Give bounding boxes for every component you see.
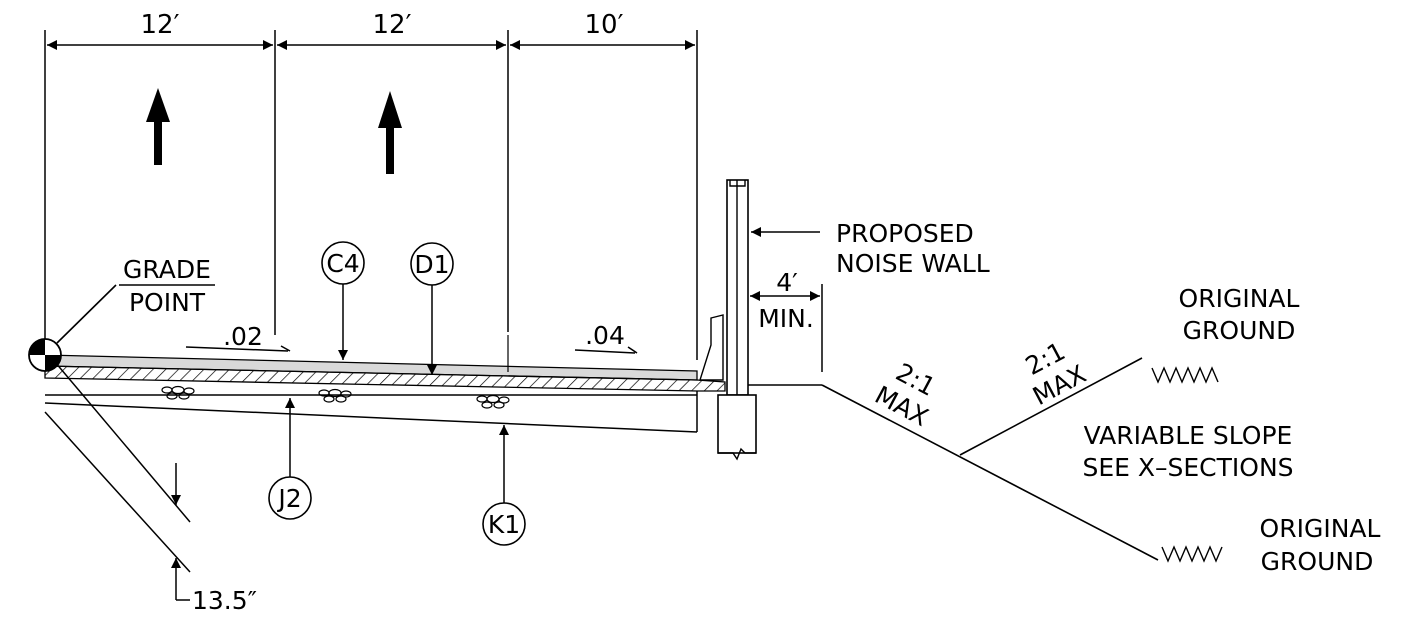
aggregate-symbol-3 <box>476 394 510 409</box>
aggregate-symbol-1 <box>161 385 195 400</box>
grade-point-symbol <box>28 338 62 372</box>
shoulder-slope-annotation: .04 <box>574 321 638 354</box>
extension-lines <box>44 30 698 360</box>
noise-wall-label: PROPOSED NOISE WALL <box>751 219 990 278</box>
original-ground-label-bottom: ORIGINAL GROUND <box>1260 514 1381 576</box>
traffic-direction-arrow-lane1 <box>146 88 170 165</box>
lane-slope-annotation: .02 <box>185 322 291 352</box>
depth-dimension-label: 13.5″ <box>192 586 257 615</box>
shoulder-dimension: 10′ <box>510 10 695 50</box>
callout-c4-label: C4 <box>326 249 359 278</box>
offset-min-label: MIN. <box>758 304 814 333</box>
noise-wall <box>699 179 822 461</box>
callout-k1-label: K1 <box>488 510 520 539</box>
variable-slope-line1: VARIABLE SLOPE <box>1084 421 1293 450</box>
callout-k1: K1 <box>482 425 526 546</box>
depth-dimension: 13.5″ <box>44 361 257 615</box>
original-ground-bottom-line1: ORIGINAL <box>1260 514 1381 543</box>
lane2-dimension-label: 12′ <box>373 10 412 40</box>
variable-slope-note: VARIABLE SLOPE SEE X–SECTIONS <box>1082 421 1293 482</box>
original-ground-symbol-bottom <box>1161 545 1223 563</box>
lane1-dimension: 12′ <box>47 10 273 50</box>
noise-wall-label-line2: NOISE WALL <box>836 249 990 278</box>
callout-j2-label: J2 <box>276 484 301 513</box>
callout-j2: J2 <box>268 398 312 520</box>
shoulder-slope-label: .04 <box>585 321 625 350</box>
lane1-dimension-label: 12′ <box>141 10 180 40</box>
callout-d1-label: D1 <box>414 250 449 279</box>
variable-slope-line2: SEE X–SECTIONS <box>1082 453 1293 482</box>
pavement-section <box>44 335 726 433</box>
slope-left-label: 2:1 MAX <box>870 357 940 432</box>
offset-dimension-label: 4′ <box>776 268 798 297</box>
lane2-dimension: 12′ <box>277 10 506 50</box>
original-ground-top-line2: GROUND <box>1183 316 1296 345</box>
callout-c4: C4 <box>321 241 365 360</box>
original-ground-top-line1: ORIGINAL <box>1179 284 1300 313</box>
original-ground-symbol-top <box>1151 366 1219 384</box>
grade-point-label-line1: GRADE <box>123 255 211 284</box>
grade-point-label-line2: POINT <box>129 288 206 317</box>
original-ground-label-top: ORIGINAL GROUND <box>1179 284 1300 345</box>
traffic-direction-arrow-lane2 <box>378 91 402 174</box>
lane-slope-label: .02 <box>223 322 263 351</box>
side-slopes <box>821 357 1159 561</box>
grade-point-label: GRADE POINT <box>56 255 215 344</box>
shoulder-dimension-label: 10′ <box>585 10 624 40</box>
original-ground-bottom-line2: GROUND <box>1261 547 1374 576</box>
binder-course <box>44 365 726 392</box>
noise-wall-label-line1: PROPOSED <box>836 219 974 248</box>
slope-right-label: 2:1 MAX <box>1021 336 1091 411</box>
offset-dimension: 4′ MIN. <box>750 268 823 372</box>
aggregate-symbol-2 <box>318 388 352 403</box>
callout-d1: D1 <box>410 242 454 375</box>
